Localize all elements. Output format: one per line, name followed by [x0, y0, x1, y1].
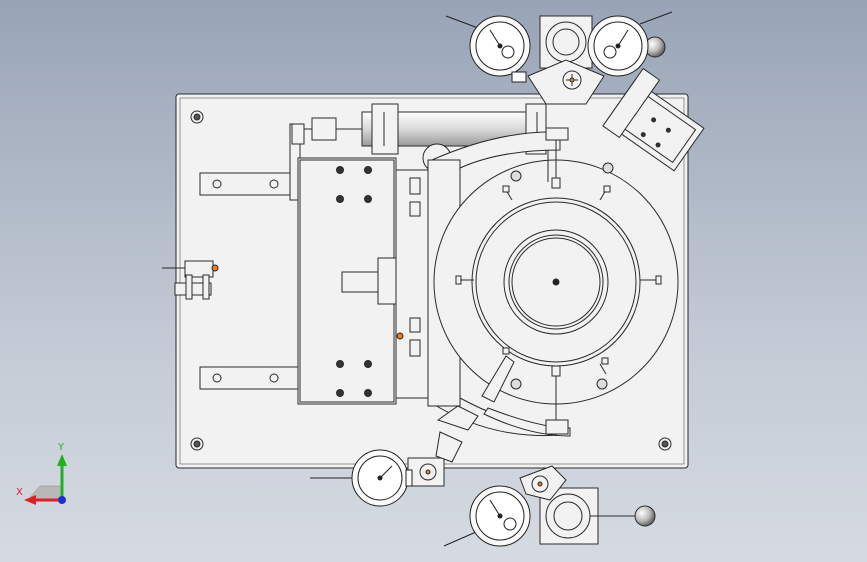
top-gauge-assembly [527, 15, 605, 105]
side-clamp [162, 260, 219, 300]
dial-gauge-top-right [587, 11, 673, 77]
x-axis-label: X [16, 487, 23, 498]
top-probe [545, 127, 569, 189]
dial-gauge-bottom-center [443, 485, 531, 547]
bottom-gauge-assembly [519, 465, 656, 545]
dial-gauge-top-left [445, 15, 531, 83]
slide-block [289, 123, 431, 405]
dial-gauge-bottom-left [310, 449, 413, 507]
bottom-probe [545, 365, 569, 436]
y-axis-label: Y [58, 442, 65, 453]
axis-triad [24, 454, 67, 505]
angle-bracket [602, 67, 705, 172]
